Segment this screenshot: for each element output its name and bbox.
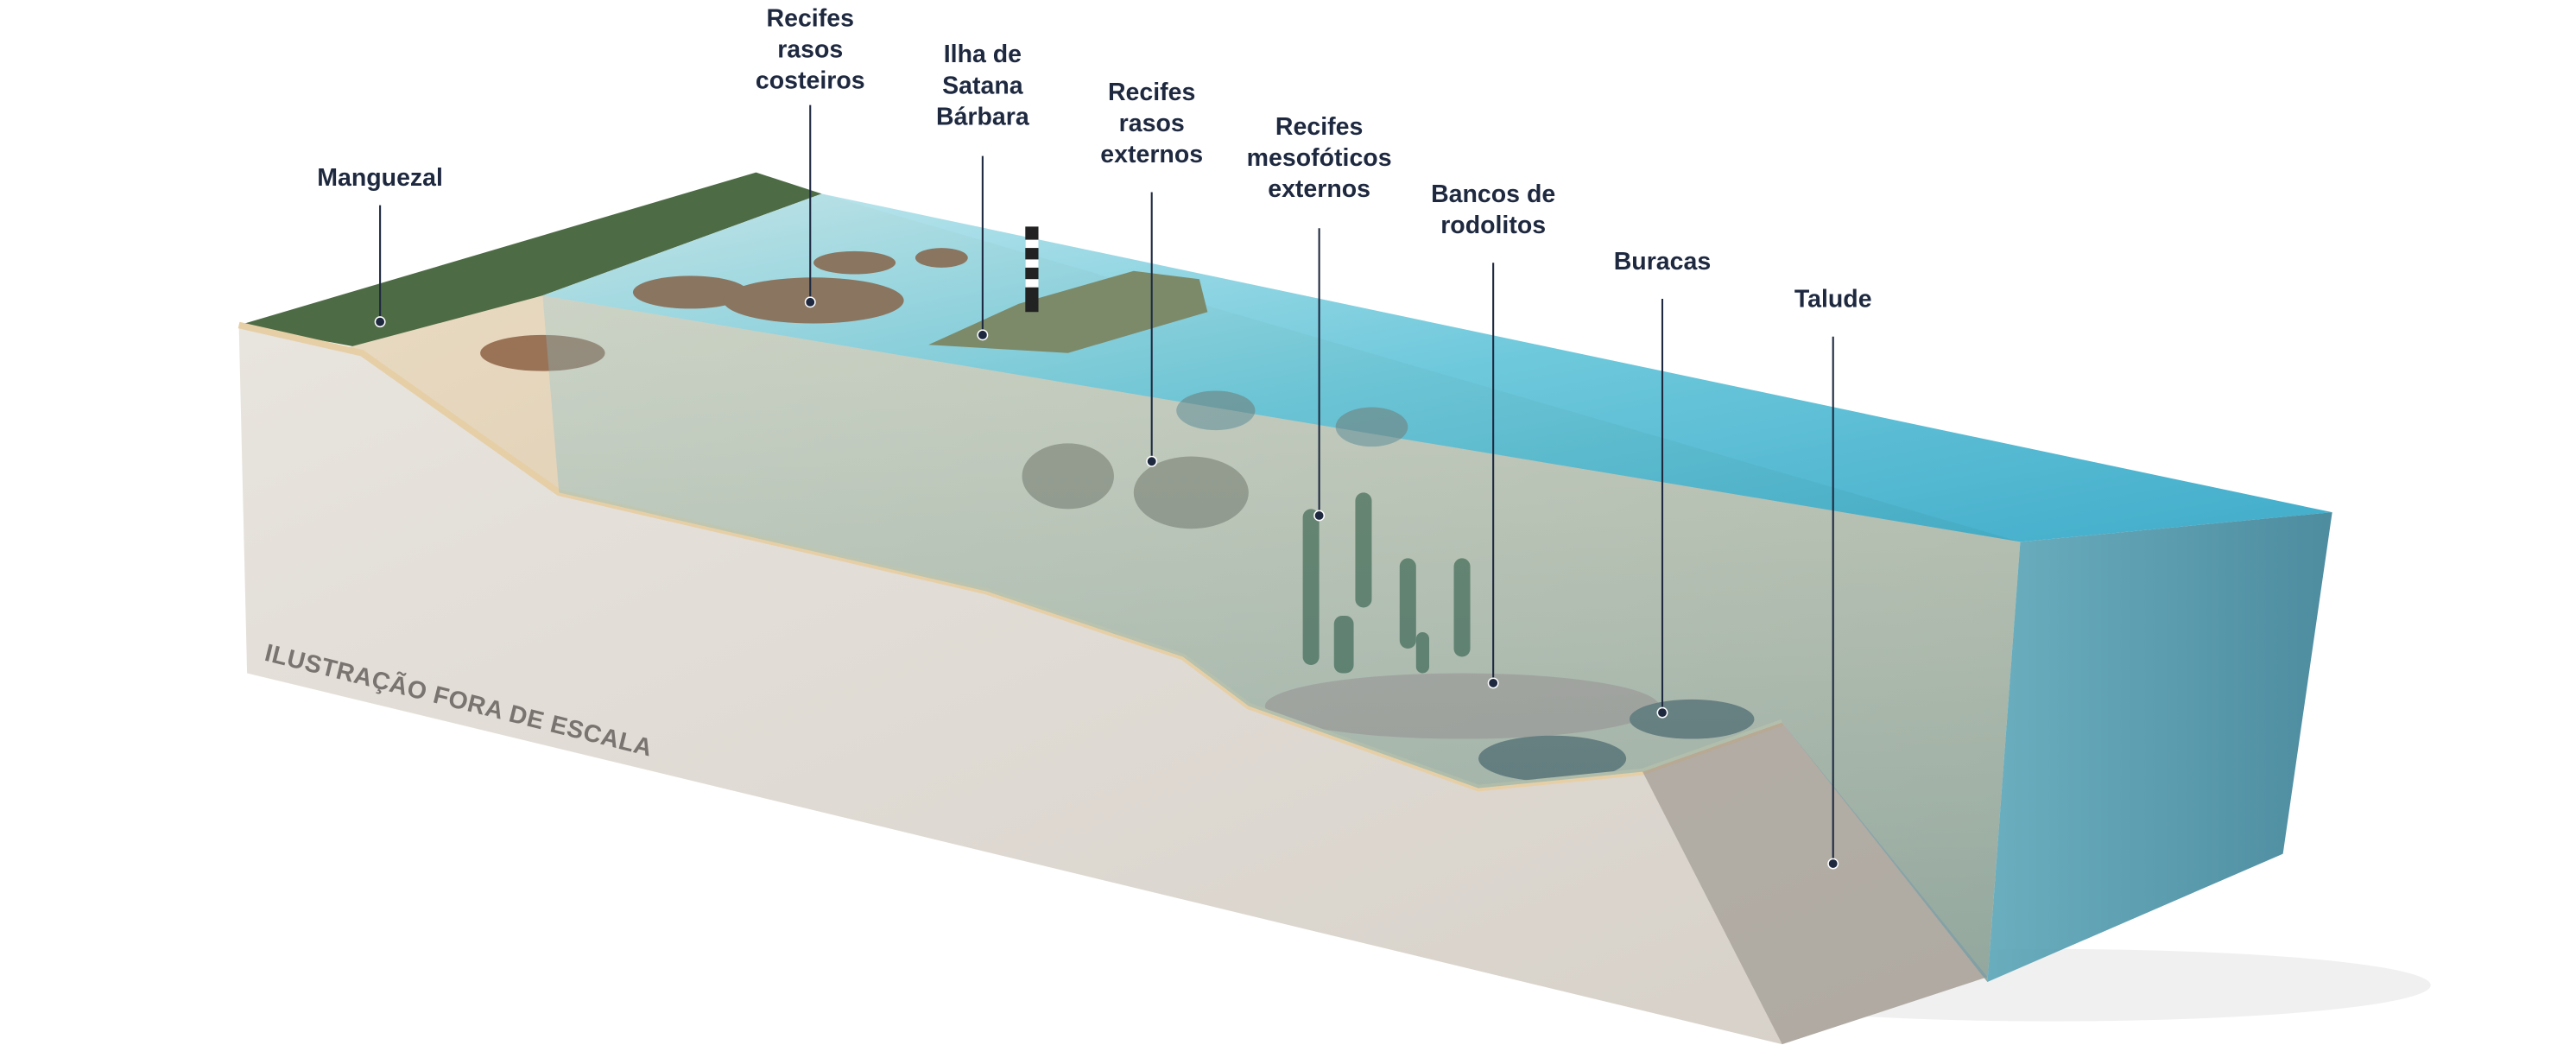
svg-text:Buracas: Buracas <box>1614 248 1711 276</box>
island <box>928 226 1208 353</box>
svg-text:Manguezal: Manguezal <box>317 164 443 192</box>
label-talude: Talude <box>1794 286 1872 870</box>
water-side-face <box>1987 512 2332 982</box>
svg-text:Talude: Talude <box>1794 286 1872 314</box>
water-surface <box>542 193 2332 542</box>
label-buracas: Buracas <box>1614 248 1711 719</box>
label-manguezal: Manguezal <box>317 164 443 328</box>
mangrove-area <box>238 172 822 349</box>
slope-face <box>1642 722 1988 1045</box>
rock-cross-section <box>238 325 1988 1045</box>
water-front-face <box>542 295 2021 982</box>
